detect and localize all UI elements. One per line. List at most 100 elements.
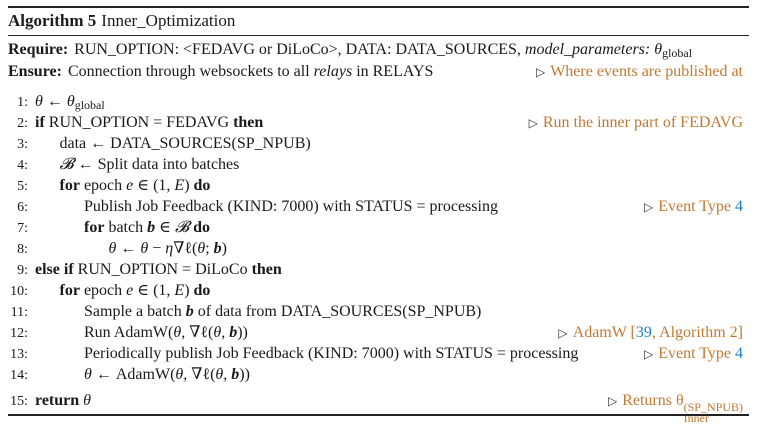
text-segment: e [126,282,134,299]
text-segment: , ∇ℓ( [181,324,214,341]
text-segment: AdamW [ [572,324,636,341]
text-segment: 𝓑 [174,219,190,236]
text-segment: Event Type [658,345,735,362]
line-content: else if RUN_OPTION = DiLoCo then [35,260,282,280]
ensure-line: Ensure: Connection through websockets to… [8,62,743,82]
line-number: 13: [10,347,28,362]
comment-triangle-icon: ▷ [558,326,568,340]
text-segment: b [185,303,194,320]
text-segment: batch [104,219,148,236]
text-segment: Where events are published at [550,63,743,80]
algorithm-line: 3:data ← DATA_SOURCES(SP_NPUB) [0,134,743,154]
text-segment: if [35,114,45,131]
text-segment: θ [83,392,91,409]
line-content: for batch b ∈ 𝓑 do [84,218,210,238]
citation-link[interactable]: 4 [735,198,743,215]
text-segment: Publish Job Feedback (KIND: 7000) with S… [84,198,498,215]
line-content: if RUN_OPTION = FEDAVG then [35,113,263,133]
line-content: for epoch e ∈ (1, E) do [60,281,211,301]
line-content: θ ← θ − η∇ℓ(θ; b) [109,239,228,259]
text-segment: for [59,282,80,299]
text-segment: ← AdamW( [91,366,176,383]
line-number: 14: [10,368,28,383]
algorithm-caption: Algorithm 5 Inner_Optimization [8,11,743,31]
line-comment: ▷Run the inner part of FEDAVG [521,113,743,133]
text-segment: , ∇ℓ( [183,366,216,383]
text-segment: ∈ [155,219,175,236]
algorithm-label: Algorithm 5 [8,11,97,30]
text-segment: epoch [79,282,127,299]
text-segment: Returns θ [622,392,684,409]
text-segment: ← [116,240,141,257]
text-segment: e [126,177,134,194]
text-segment: b [147,219,156,236]
line-number: 10: [10,284,28,299]
text-segment: Run the inner part of FEDAVG [542,114,743,131]
text-segment: in RELAYS [352,63,434,80]
text-segment: epoch [79,177,127,194]
line-content: Publish Job Feedback (KIND: 7000) with S… [84,197,498,217]
text-segment: global [662,46,693,60]
line-content: Periodically publish Job Feedback (KIND:… [84,344,578,364]
text-segment: b [229,324,238,341]
line-comment: ▷AdamW [39, Algorithm 2] [550,323,743,343]
algorithm-line: 5:for epoch e ∈ (1, E) do [0,176,743,196]
line-content: θ ← AdamW(θ, ∇ℓ(θ, b)) [84,365,250,385]
line-number: 5: [17,179,28,194]
text-segment: ∈ (1, [133,282,175,299]
algorithm-line: 15:return θ▷Returns θ(SP_NPUB)Inner [0,391,743,424]
line-comment: ▷Returns θ(SP_NPUB)Inner [600,391,743,424]
text-segment: global [74,98,105,112]
text-segment: , [223,366,232,383]
text-segment: 𝓑 [59,156,74,173]
algorithm-line: 4: 𝓑 ← Split data into batches [0,155,743,175]
top-rule [8,6,749,8]
algorithm-line: 8: θ ← θ − η∇ℓ(θ; b) [0,239,743,259]
text-segment: )) [237,324,248,341]
comment-triangle-icon: ▷ [607,394,618,408]
text-segment: Run AdamW( [84,324,174,341]
text-segment: θ [66,93,75,110]
line-number: 15: [10,394,28,409]
citation-link[interactable]: 39 [635,324,652,341]
text-segment: then [251,261,282,278]
text-segment: RUN_OPTION = DiLoCo [73,261,252,278]
text-segment: ) [184,282,194,299]
text-segment: θ [35,93,43,110]
text-segment: : θ [644,41,663,58]
algorithm-line: 13: Periodically publish Job Feedback (KI… [0,344,743,364]
algorithm-line: 2:if RUN_OPTION = FEDAVG then▷Run the in… [0,113,743,133]
superscript: (SP_NPUB) [683,400,743,414]
text-segment: for [84,219,105,236]
require-text: RUN_OPTION: <FEDAVG or DiLoCo>, DATA: DA… [74,40,692,60]
line-comment: ▷Event Type 4 [636,344,743,364]
line-number: 8: [17,242,28,257]
line-number: 7: [17,221,28,236]
algorithm-line: 12:Run AdamW(θ, ∇ℓ(θ, b))▷AdamW [39, Alg… [0,323,743,343]
text-segment: )) [239,366,250,383]
text-segment: do [193,282,211,299]
algorithm-line: 1:θ ← θglobal [0,92,743,112]
citation-link[interactable]: 4 [735,345,743,362]
line-comment: ▷Event Type 4 [636,197,743,217]
line-content: 𝓑 ← Split data into batches [60,155,240,175]
text-segment: for [59,177,80,194]
text-segment: θ [84,366,92,383]
algorithm-line: 10: for epoch e ∈ (1, E) do [0,281,743,301]
text-segment: ∈ (1, [133,177,175,194]
line-number: 4: [17,158,28,173]
ensure-text: Connection through websockets to all rel… [68,62,433,82]
line-number: 1: [17,95,28,110]
line-number: 12: [10,326,28,341]
line-number: 11: [10,305,28,320]
text-segment: Periodically publish Job Feedback (KIND:… [84,345,579,362]
ensure-label: Ensure: [8,63,62,80]
text-segment: E [174,282,185,299]
text-segment: RUN_OPTION: <FEDAVG or DiLoCo>, DATA: DA… [74,41,525,58]
algorithm-name: Inner_Optimization [101,11,236,30]
text-segment: model_parameters [524,41,645,58]
text-segment: , [221,324,230,341]
text-segment: ; [205,240,214,257]
caption-rule [8,35,749,36]
text-segment: Connection through websockets to all [67,63,314,80]
